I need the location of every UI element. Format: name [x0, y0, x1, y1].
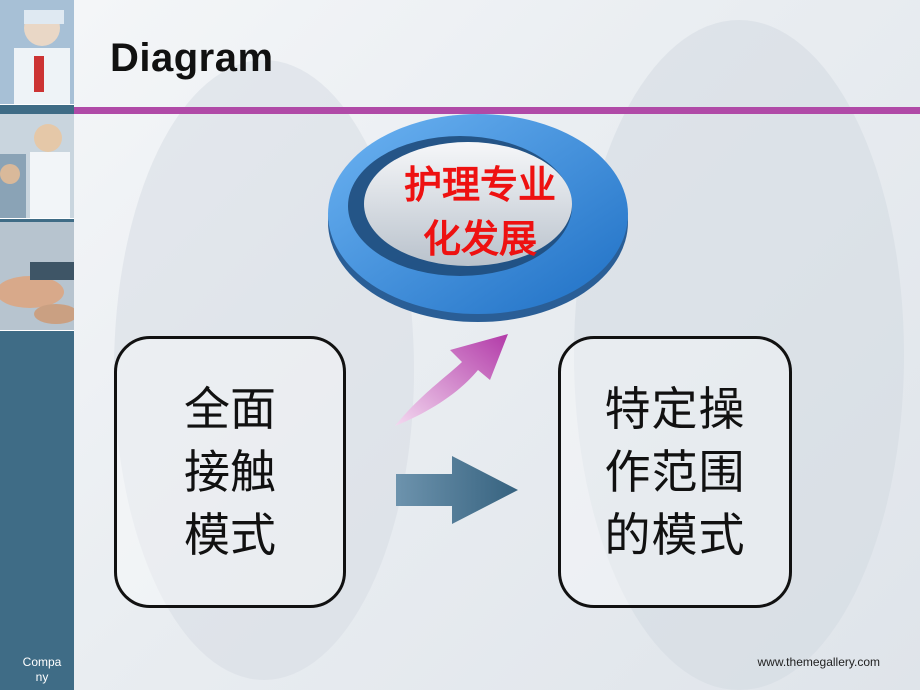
sidebar-company-label: Compa ny — [22, 655, 62, 684]
left-concept-label: 全面 接触 模式 — [184, 381, 276, 562]
goal-ellipse — [328, 114, 628, 322]
sidebar: Compa ny — [0, 0, 74, 690]
sidebar-photo-2-image — [0, 114, 74, 218]
footer-url: www.themegallery.com — [757, 655, 880, 669]
goal-label: 护理专业 化发展 — [403, 163, 556, 261]
background-figure-right — [574, 20, 904, 690]
curved-up-arrow-icon — [395, 334, 508, 426]
right-concept-box: 特定操 作范围 的模式 — [558, 336, 792, 608]
goal-ellipse-center — [364, 142, 572, 266]
sidebar-photo-1-image — [0, 0, 74, 104]
sidebar-photo-3 — [0, 222, 74, 331]
sidebar-photo-1 — [0, 0, 74, 105]
sidebar-photo-2 — [0, 114, 74, 219]
right-concept-label: 特定操 作范围 的模式 — [604, 381, 746, 562]
left-concept-box: 全面 接触 模式 — [114, 336, 346, 608]
sidebar-photo-3-image — [0, 222, 74, 330]
title-underline-rule — [74, 107, 920, 114]
right-arrow-icon — [396, 456, 518, 524]
slide-title: Diagram — [110, 36, 274, 80]
